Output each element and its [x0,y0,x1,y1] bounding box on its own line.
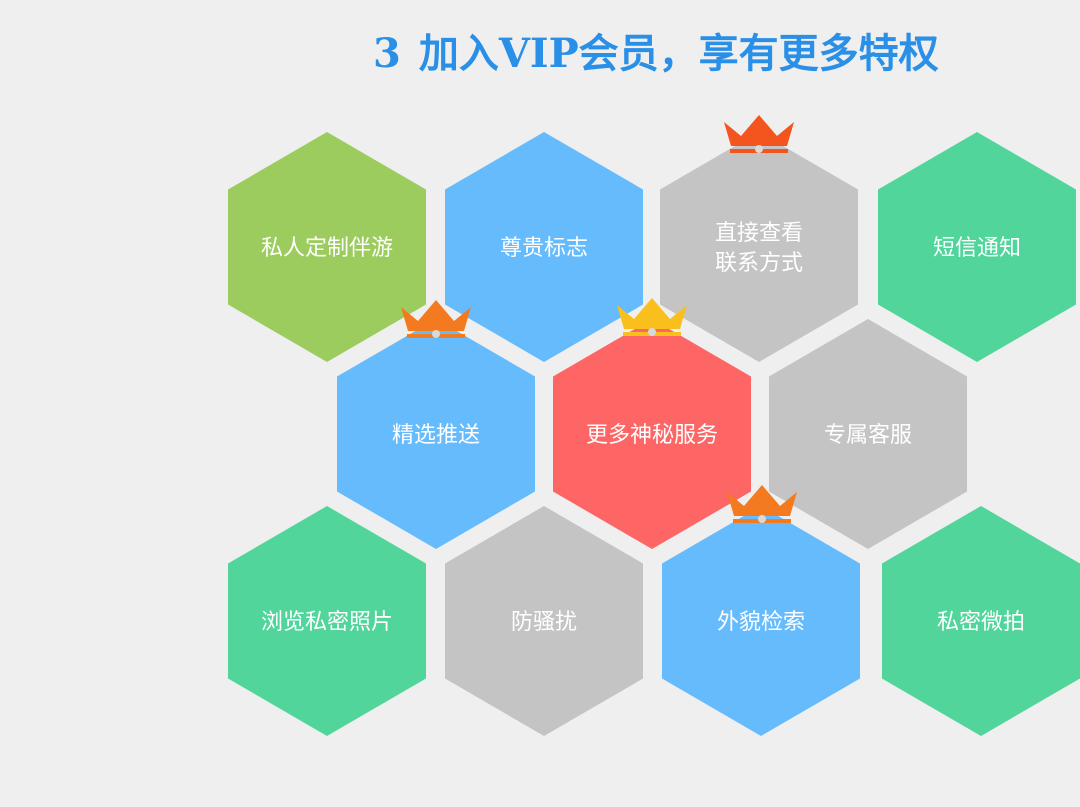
hex-private-custom-tour: 私人定制伴游 [228,132,426,362]
hex-label: 外貌检索 [717,610,805,635]
hex-label: 精选推送 [392,423,480,448]
hex-private-micro-shoot: 私密微拍 [882,506,1080,736]
title-text: 加入VIP会员，享有更多特权 [418,30,939,77]
hex-shape [553,319,751,549]
hex-shape [882,506,1080,736]
hex-shape [445,506,643,736]
page-title: 3 加入VIP会员，享有更多特权 [373,26,939,82]
hex-shape [337,319,535,549]
hex-label: 私密微拍 [937,610,1025,635]
hex-curated-push: 精选推送 [337,319,535,549]
crown-red-icon [724,115,794,153]
hex-label: 防骚扰 [511,610,577,635]
hex-label: 专属客服 [824,423,912,448]
hex-label: 私人定制伴游 [261,236,393,261]
title-number: 3 [373,30,401,77]
hex-label: 更多神秘服务 [586,423,718,448]
hex-label: 联系方式 [715,251,803,276]
hex-shape [878,132,1076,362]
hex-shape [228,506,426,736]
hex-honor-badge: 尊贵标志 [445,132,643,362]
hex-mystery-services: 更多神秘服务 [553,319,751,549]
hex-sms-notify: 短信通知 [878,132,1076,362]
hex-label: 尊贵标志 [500,236,588,261]
hex-label: 短信通知 [933,236,1021,261]
hex-shape [660,132,858,362]
hex-shape [228,132,426,362]
hex-anti-harassment: 防骚扰 [445,506,643,736]
hex-shape [769,319,967,549]
crown-orange-icon [401,300,471,338]
crown-orange-icon [727,485,797,523]
crown-yellow-icon [617,298,687,336]
hex-dedicated-support: 专属客服 [769,319,967,549]
hex-shape [662,506,860,736]
hex-label: 浏览私密照片 [261,610,393,635]
hex-browse-private-photos: 浏览私密照片 [228,506,426,736]
hex-label: 直接查看 [715,221,803,246]
hex-shape [445,132,643,362]
hex-appearance-search: 外貌检索 [662,506,860,736]
